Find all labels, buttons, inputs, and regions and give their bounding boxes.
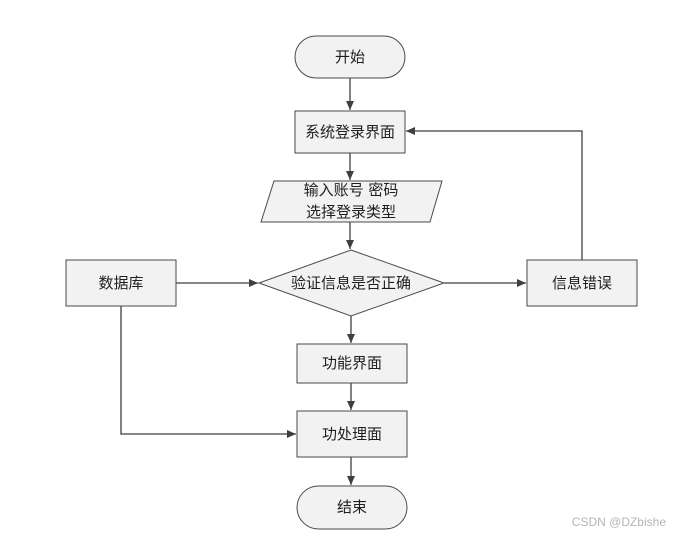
function-screen-node: 功能界面 bbox=[296, 343, 408, 384]
database-label: 数据库 bbox=[98, 274, 143, 292]
watermark: CSDN @DZbishe bbox=[572, 515, 667, 529]
verify-label: 验证信息是否正确 bbox=[291, 274, 411, 292]
end-node: 结束 bbox=[296, 485, 408, 530]
input-label-line2: 选择登录类型 bbox=[306, 203, 396, 221]
start-node: 开始 bbox=[294, 35, 406, 79]
database-node: 数据库 bbox=[65, 259, 177, 307]
function-screen-label: 功能界面 bbox=[322, 354, 382, 372]
start-label: 开始 bbox=[335, 48, 365, 66]
input-node: 输入账号 密码 选择登录类型 bbox=[260, 180, 443, 223]
process-node: 功处理面 bbox=[296, 410, 408, 458]
process-label: 功处理面 bbox=[322, 425, 382, 443]
input-label-line1: 输入账号 密码 bbox=[304, 181, 399, 199]
end-label: 结束 bbox=[337, 498, 367, 516]
edge-error-to-login bbox=[406, 127, 583, 260]
login-screen-node: 系统登录界面 bbox=[294, 110, 406, 154]
error-node: 信息错误 bbox=[526, 259, 638, 307]
error-label: 信息错误 bbox=[552, 274, 612, 292]
login-screen-label: 系统登录界面 bbox=[305, 123, 395, 141]
edge-database-to-process bbox=[120, 306, 296, 438]
verify-decision-node: 验证信息是否正确 bbox=[257, 249, 446, 317]
